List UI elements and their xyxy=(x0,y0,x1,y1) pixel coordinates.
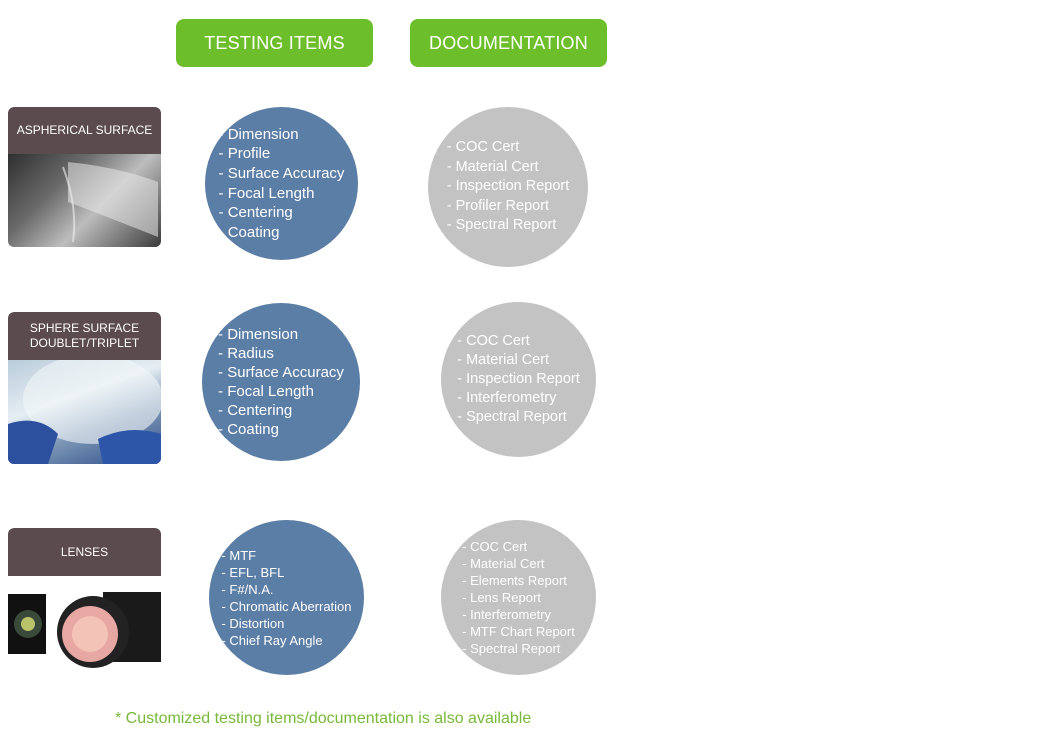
testing-items-header[interactable]: TESTING ITEMS xyxy=(176,19,373,67)
list-item: - Coating xyxy=(218,421,279,438)
list-item: - Spectral Report xyxy=(457,409,567,425)
sphere-surface-card: SPHERE SURFACE DOUBLET/TRIPLET xyxy=(8,312,161,464)
lens-assembly-photo xyxy=(8,574,161,680)
list-item: - Surface Accuracy xyxy=(218,164,345,182)
aspherical-surface-card: ASPHERICAL SURFACE xyxy=(8,107,161,247)
list-item: - Material Cert xyxy=(457,352,550,368)
testing-list: - MTF - EFL, BFL - F#/N.A. - Chromatic A… xyxy=(221,547,351,649)
list-item: - Material Cert xyxy=(446,158,539,175)
list-item: - Spectral Report xyxy=(446,217,557,234)
documentation-header[interactable]: DOCUMENTATION xyxy=(410,19,607,67)
list-item: - Chromatic Aberration xyxy=(221,598,352,614)
row-label: SPHERE SURFACE DOUBLET/TRIPLET xyxy=(8,312,161,360)
lenses-card: LENSES xyxy=(8,528,161,680)
list-item: - Focal Length xyxy=(218,184,315,202)
testing-items-circle: - Dimension - Profile - Surface Accuracy… xyxy=(205,107,358,260)
row-label: ASPHERICAL SURFACE xyxy=(8,107,161,154)
list-item: - Material Cert xyxy=(462,556,545,571)
list-item: - Profile xyxy=(218,145,271,163)
testing-list: - Dimension - Radius - Surface Accuracy … xyxy=(218,325,344,439)
list-item: - MTF xyxy=(221,547,257,563)
list-item: - Elements Report xyxy=(462,573,567,588)
list-item: - F#/N.A. xyxy=(221,581,274,597)
testing-list: - Dimension - Profile - Surface Accuracy… xyxy=(219,125,345,243)
footnote: * Customized testing items/documentation… xyxy=(115,710,532,727)
testing-items-circle: - Dimension - Radius - Surface Accuracy … xyxy=(202,303,360,461)
documentation-circle: - COC Cert - Material Cert - Inspection … xyxy=(441,302,596,457)
list-item: - Chief Ray Angle xyxy=(221,632,323,648)
list-item: - Inspection Report xyxy=(446,178,570,195)
list-item: - Surface Accuracy xyxy=(218,364,344,381)
documentation-circle: - COC Cert - Material Cert - Elements Re… xyxy=(441,520,596,675)
documentation-list: - COC Cert - Material Cert - Elements Re… xyxy=(462,538,575,657)
list-item: - Spectral Report xyxy=(462,641,561,656)
list-item: - MTF Chart Report xyxy=(462,624,575,639)
list-item: - Coating xyxy=(218,223,280,241)
list-item: - Lens Report xyxy=(462,590,541,605)
list-item: - Dimension xyxy=(218,125,299,143)
list-item: - Focal Length xyxy=(218,383,314,400)
list-item: - Interferometry xyxy=(457,390,557,406)
list-item: - Interferometry xyxy=(462,607,552,622)
documentation-list: - COC Cert - Material Cert - Inspection … xyxy=(457,332,580,427)
list-item: - Dimension xyxy=(218,326,299,343)
sphere-lens-photo xyxy=(8,354,161,464)
list-item: - Profiler Report xyxy=(446,197,550,214)
aspherical-lens-photo xyxy=(8,147,161,247)
list-item: - Radius xyxy=(218,345,274,362)
list-item: - Centering xyxy=(218,402,293,419)
documentation-circle: - COC Cert - Material Cert - Inspection … xyxy=(428,107,588,267)
list-item: - COC Cert xyxy=(457,333,530,349)
list-item: - Centering xyxy=(218,204,293,222)
list-item: - Inspection Report xyxy=(457,371,580,387)
list-item: - EFL, BFL xyxy=(221,564,285,580)
documentation-list: - COC Cert - Material Cert - Inspection … xyxy=(447,138,570,236)
list-item: - COC Cert xyxy=(446,139,520,156)
testing-items-circle: - MTF - EFL, BFL - F#/N.A. - Chromatic A… xyxy=(209,520,364,675)
row-label: LENSES xyxy=(8,528,161,576)
list-item: - Distortion xyxy=(221,615,285,631)
list-item: - COC Cert xyxy=(462,539,528,554)
